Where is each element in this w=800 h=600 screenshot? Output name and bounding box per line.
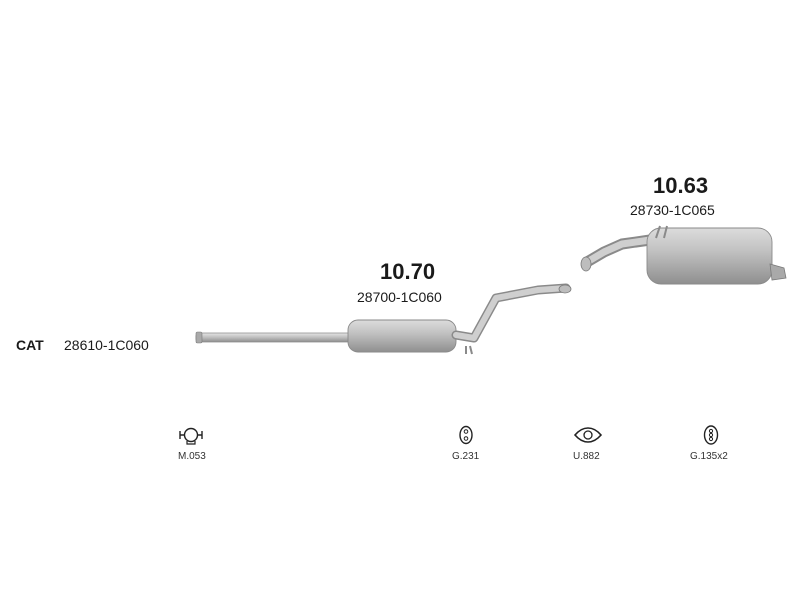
rear-muffler [580,225,787,285]
part-number-rear[interactable]: 10.63 [653,173,709,198]
fitting-label-clamp: M.053 [178,451,206,462]
front-pipe-with-muffler [195,283,572,355]
part-code-front: 28700-1C060 [357,289,442,305]
fitting-label-hanger: G.231 [452,451,480,462]
rubber-mount-icon [703,425,719,445]
cat-label: CAT [16,337,44,353]
part-number-front[interactable]: 10.70 [380,259,436,284]
rubber-hanger-icon [459,425,473,445]
part-code-rear: 28730-1C065 [630,202,715,218]
cat-part-code: 28610-1C060 [64,337,149,353]
fitting-label-gasket: U.882 [573,451,600,462]
gasket-icon [573,427,603,443]
fitting-label-mount: G.135x2 [690,451,728,462]
clamp-icon [179,427,203,445]
